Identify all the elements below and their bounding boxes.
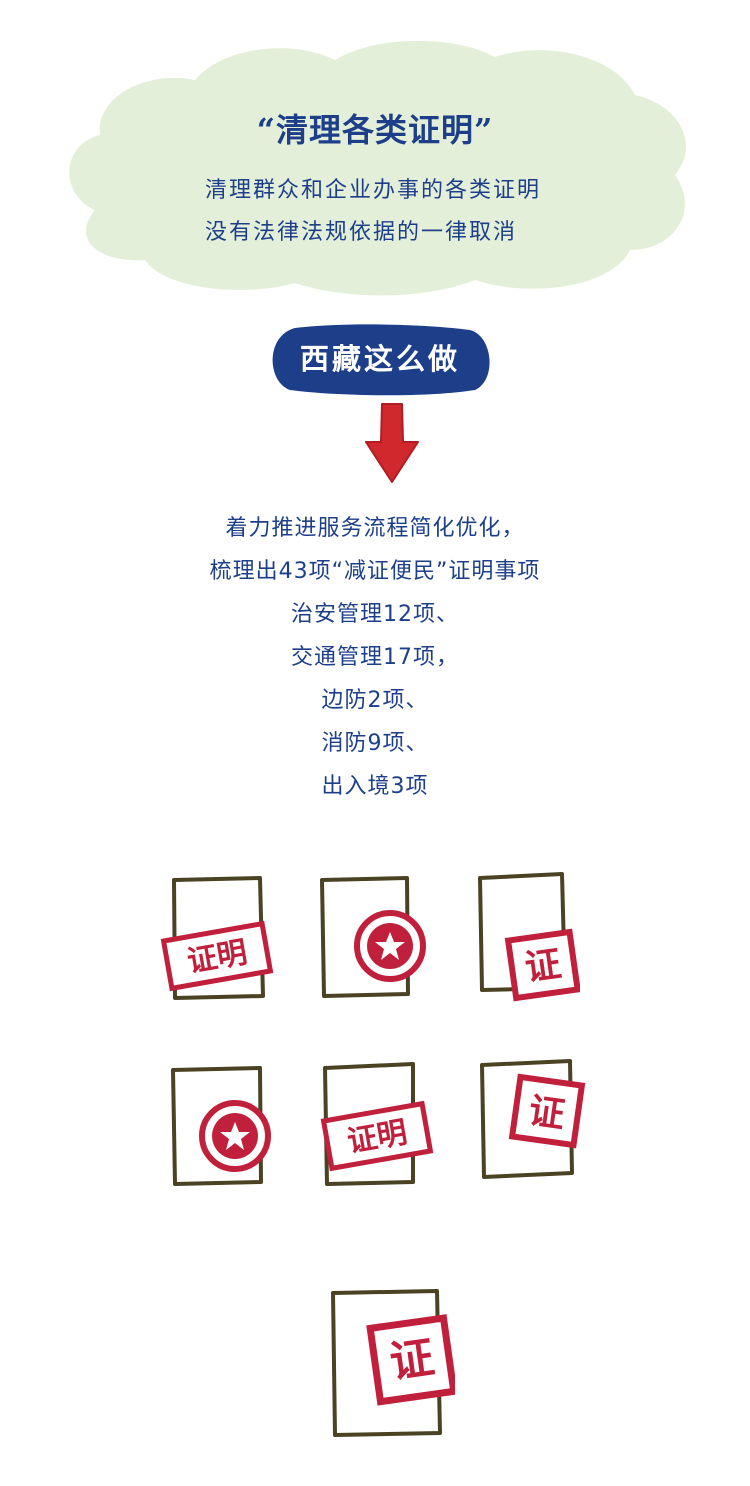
document-stamp-zheng: 证 <box>470 868 580 1003</box>
cloud-background <box>69 40 686 296</box>
document-stamp-zhengming: 证明 <box>160 870 275 1005</box>
body-line-5: 边防2项、 <box>321 688 429 713</box>
down-arrow-icon <box>365 403 419 483</box>
body-line-4: 交通管理17项， <box>291 645 459 670</box>
description-line-2: 没有法律法规依据的一律取消 <box>205 220 518 245</box>
body-line-7: 出入境3项 <box>321 774 429 799</box>
stamp-text: 证 <box>387 1332 438 1389</box>
stamp-text: 证 <box>526 1090 568 1137</box>
document-stamp-zheng: 证 <box>325 1285 455 1445</box>
document-stamp-star <box>165 1060 280 1190</box>
body-line-2: 梳理出43项“减证便民”证明事项 <box>209 559 541 584</box>
body-line-1: 着力推进服务流程简化优化， <box>225 516 525 541</box>
document-stamp-zheng: 证 <box>472 1055 587 1190</box>
body-line-6: 消防9项、 <box>321 731 429 756</box>
headline-title: “清理各类证明” <box>256 111 494 149</box>
document-stamp-star <box>312 872 432 1002</box>
body-line-3: 治安管理12项、 <box>291 602 459 627</box>
stamp-text: 证 <box>522 943 564 990</box>
description-line-1: 清理群众和企业办事的各类证明 <box>205 178 542 203</box>
section-badge-label: 西藏这么做 <box>299 342 460 376</box>
document-stamp-zhengming: 证明 <box>315 1058 435 1193</box>
section-badge-background <box>272 324 490 396</box>
